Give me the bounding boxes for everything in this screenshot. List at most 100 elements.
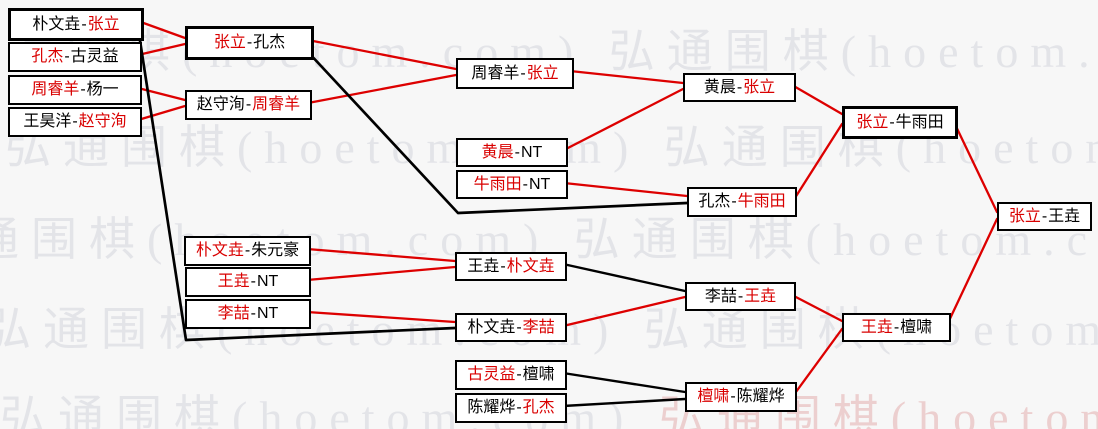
- vs-separator: -: [737, 287, 744, 305]
- player-name: 孔杰: [698, 193, 731, 210]
- winner-line: [791, 122, 844, 203]
- winner-line: [306, 73, 458, 105]
- player-name: 古灵益: [70, 48, 119, 65]
- winner-line: [136, 86, 187, 102]
- winner-line: [136, 42, 187, 57]
- match-box: 孔杰-古灵益: [8, 42, 142, 72]
- player-name: 檀啸: [900, 318, 933, 336]
- winner-line: [136, 19, 187, 40]
- match-box: 王垚-NT: [185, 267, 311, 297]
- vs-separator: -: [730, 388, 736, 405]
- player-name: 朴文垚: [32, 15, 81, 33]
- match-box: 朴文垚-朱元豪: [184, 236, 311, 266]
- match-box: 陈耀烨-孔杰: [455, 393, 567, 423]
- winner-line: [790, 83, 844, 116]
- match-box: 牛雨田-NT: [456, 170, 568, 199]
- winner-line: [305, 265, 457, 282]
- player-name: 孔杰: [253, 34, 286, 51]
- loser-line: [561, 371, 687, 394]
- match-box: 李喆-王垚: [685, 282, 796, 311]
- player-name: 王昊洋: [23, 113, 72, 130]
- vs-separator: -: [246, 34, 253, 51]
- match-box: 周睿羊-杨一: [8, 75, 142, 105]
- vs-separator: -: [893, 318, 900, 336]
- winner-line: [950, 116, 999, 214]
- match-box: 古灵益-檀啸: [455, 360, 567, 390]
- vs-separator: -: [514, 143, 520, 161]
- match-box: 张立-孔杰: [185, 26, 314, 60]
- match-box: 李喆-NT: [185, 299, 311, 329]
- vs-separator: -: [81, 15, 87, 33]
- winner-line: [306, 38, 458, 71]
- vs-separator: -: [516, 318, 522, 336]
- vs-separator: -: [516, 399, 522, 416]
- player-name: 周睿羊: [471, 64, 520, 82]
- match-box: 张立-牛雨田: [842, 106, 958, 139]
- player-name: 张立: [743, 78, 776, 96]
- player-name: 朱元豪: [251, 242, 300, 259]
- match-box: 王垚-檀啸: [842, 313, 951, 342]
- vs-separator: -: [736, 78, 743, 96]
- player-name: 朴文垚: [195, 242, 244, 259]
- winner-line: [791, 327, 844, 398]
- loser-line: [137, 32, 457, 342]
- player-name: NT: [521, 143, 543, 161]
- loser-line: [561, 397, 687, 408]
- player-name: 檀啸: [522, 366, 555, 383]
- winner-line: [568, 69, 685, 85]
- vs-separator: -: [516, 366, 522, 383]
- vs-separator: -: [64, 48, 70, 65]
- player-name: 朴文垚: [506, 257, 555, 275]
- player-name: 王垚: [1048, 207, 1081, 225]
- player-name: 陈耀烨: [467, 399, 516, 416]
- winner-line: [136, 104, 187, 122]
- player-name: 赵守洵: [196, 96, 245, 113]
- match-box: 周睿羊-张立: [456, 58, 574, 89]
- vs-separator: -: [250, 305, 256, 322]
- player-name: 赵守洵: [78, 113, 127, 130]
- player-name: 王垚: [860, 318, 893, 336]
- match-box: 朴文垚-李喆: [455, 313, 567, 342]
- player-name: 李喆: [217, 305, 250, 322]
- winner-line: [305, 310, 457, 324]
- winner-line: [561, 295, 687, 328]
- vs-separator: -: [72, 113, 78, 130]
- vs-separator: -: [245, 96, 252, 113]
- player-name: 陈耀烨: [736, 388, 785, 405]
- winner-line: [562, 87, 685, 152]
- player-name: NT: [529, 175, 551, 193]
- player-name: 孔杰: [522, 399, 555, 416]
- player-name: 王垚: [467, 257, 500, 275]
- player-name: 李喆: [522, 318, 555, 336]
- player-name: NT: [257, 305, 279, 322]
- vs-separator: -: [1041, 207, 1048, 225]
- player-name: 檀啸: [697, 388, 730, 405]
- player-name: 张立: [87, 15, 120, 33]
- vs-separator: -: [244, 242, 251, 259]
- player-name: NT: [257, 273, 279, 290]
- player-name: 牛雨田: [473, 175, 522, 193]
- player-name: 王垚: [744, 287, 777, 305]
- match-box: 檀啸-陈耀烨: [685, 382, 797, 412]
- player-name: 杨一: [86, 81, 119, 98]
- player-name: 张立: [213, 34, 246, 51]
- vs-separator: -: [889, 113, 895, 131]
- vs-separator: -: [731, 193, 737, 210]
- match-box: 黄晨-NT: [456, 138, 568, 167]
- loser-line: [561, 262, 687, 293]
- player-name: 李喆: [704, 287, 737, 305]
- player-name: 周睿羊: [252, 96, 301, 113]
- player-name: 王垚: [217, 273, 250, 290]
- vs-separator: -: [522, 175, 528, 193]
- winner-line: [562, 181, 689, 198]
- match-box: 张立-王垚: [997, 202, 1092, 231]
- winner-line: [790, 293, 844, 323]
- player-name: 黄晨: [481, 143, 514, 161]
- match-box: 王昊洋-赵守洵: [8, 107, 142, 137]
- vs-separator: -: [80, 81, 86, 98]
- player-name: 周睿羊: [31, 81, 80, 98]
- match-box: 朴文垚-张立: [8, 8, 144, 41]
- vs-separator: -: [520, 64, 526, 82]
